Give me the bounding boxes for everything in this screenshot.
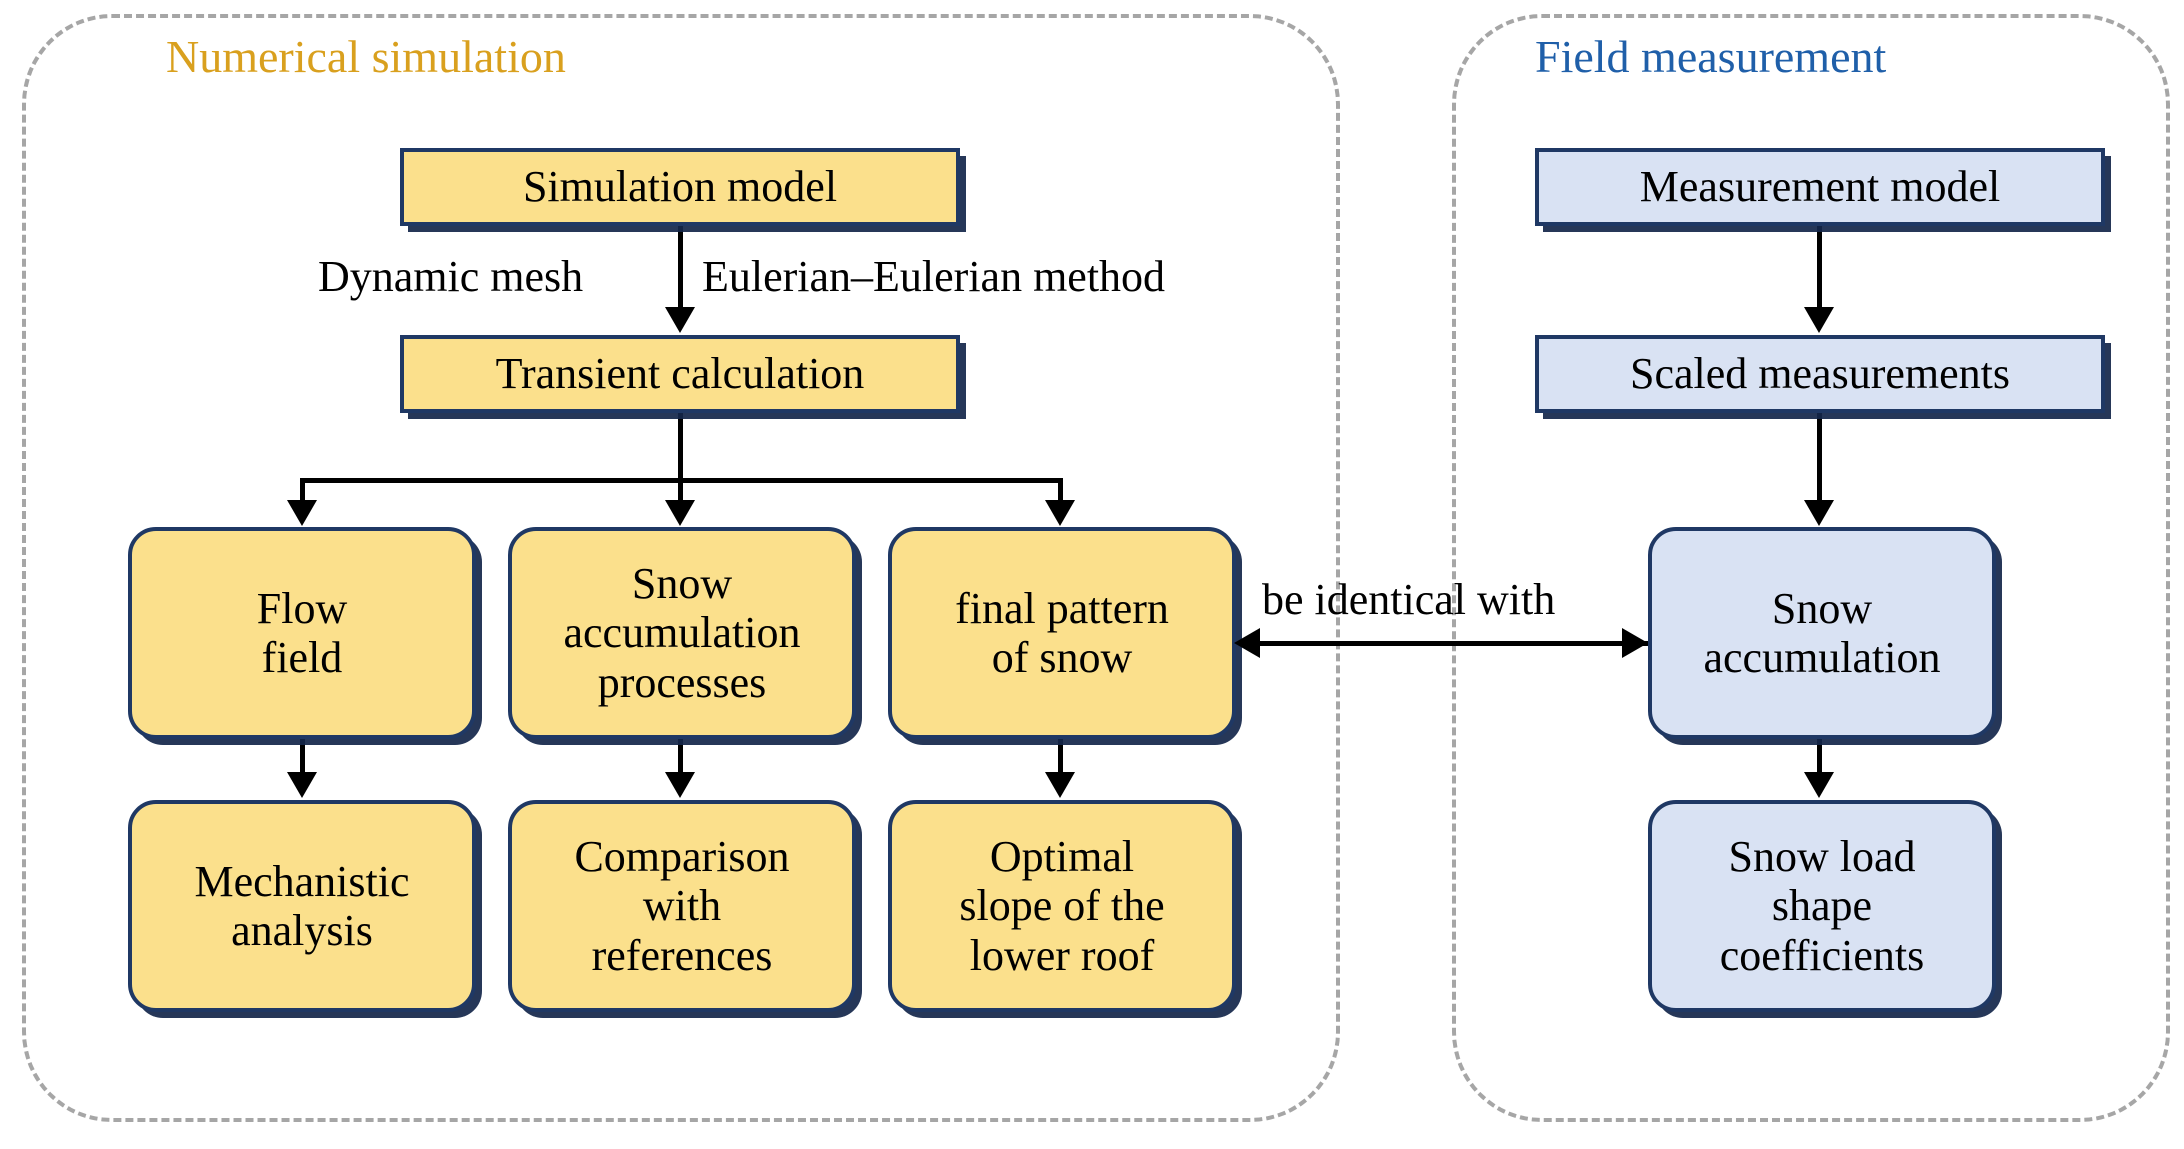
node-label: Measurement model [1639, 162, 2001, 212]
arrowhead-identical-right [1622, 628, 1648, 658]
arrowhead-to-snow-accumulation-processes [665, 500, 695, 526]
connector-bus-drop-right [1058, 478, 1063, 508]
arrowhead-identical-left [1234, 628, 1260, 658]
connector-measmodel-to-scaled [1817, 226, 1822, 309]
connector-identical-line [1248, 641, 1652, 646]
arrowhead-snowacc-to-snowload [1804, 772, 1834, 798]
connector-snowacc-to-comparison [678, 739, 683, 777]
node-measurement-model[interactable]: Measurement model [1535, 148, 2105, 226]
arrowhead-simmodel-to-transient [665, 307, 695, 333]
panel-numerical-simulation [22, 14, 1340, 1122]
edge-label-eulerian-method: Eulerian–Eulerian method [702, 252, 1166, 301]
node-transient-calculation[interactable]: Transient calculation [400, 335, 960, 413]
node-label: Scaled measurements [1630, 349, 2010, 399]
connector-transient-stem [678, 413, 683, 483]
arrowhead-snowacc-to-comparison [665, 772, 695, 798]
node-label: Simulation model [522, 162, 838, 212]
panel-title-field-measurement: Field measurement [1535, 31, 1887, 82]
edge-label-be-identical-with: be identical with [1262, 575, 1556, 624]
arrowhead-scaled-to-snowacc [1804, 500, 1834, 526]
edge-label-dynamic-mesh: Dynamic mesh [318, 252, 584, 301]
node-simulation-model[interactable]: Simulation model [400, 148, 960, 226]
connector-bus-drop-left [300, 478, 305, 508]
arrowhead-finalpattern-to-optimal [1045, 772, 1075, 798]
node-label: Transient calculation [495, 349, 865, 399]
connector-flow-to-mechanistic [300, 739, 305, 777]
connector-finalpattern-to-optimal [1058, 739, 1063, 777]
arrowhead-flow-to-mechanistic [287, 772, 317, 798]
connector-scaled-to-snowacc [1817, 413, 1822, 508]
arrowhead-measmodel-to-scaled [1804, 307, 1834, 333]
node-scaled-measurements[interactable]: Scaled measurements [1535, 335, 2105, 413]
panel-field-measurement [1452, 14, 2170, 1122]
connector-snowacc-to-snowload [1817, 739, 1822, 777]
panel-title-numerical-simulation: Numerical simulation [166, 31, 566, 82]
arrowhead-to-flow-field [287, 500, 317, 526]
arrowhead-to-final-pattern [1045, 500, 1075, 526]
connector-bus-drop-center [678, 478, 683, 508]
connector-simmodel-to-transient [678, 226, 683, 309]
